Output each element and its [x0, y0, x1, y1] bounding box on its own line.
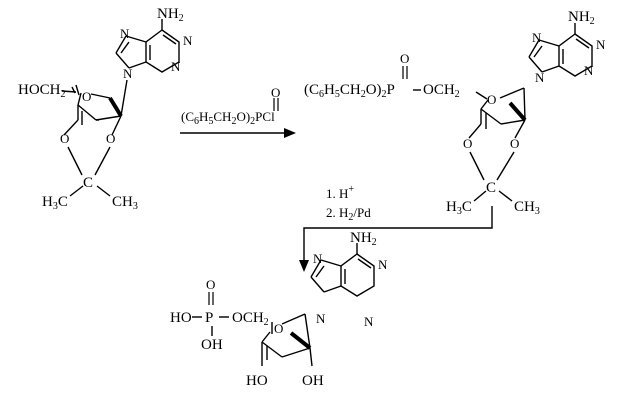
hoch2-label: HOCH2 [18, 82, 66, 100]
ho-on-phosphorus: HO [170, 310, 192, 326]
amino-label: NH2 [157, 6, 184, 24]
ring-bond-bold [289, 331, 312, 350]
adenine-ring-2: N N N N NH2 [528, 9, 606, 85]
methyl-left: H3C [42, 194, 68, 212]
compound-3-adenosine-monophosphate: N N N N NH2 HO P O OH OCH2 [170, 230, 388, 389]
ring-oxygen: O [82, 89, 91, 104]
n7-atom: N [120, 26, 130, 41]
n1-atom: N [378, 257, 388, 272]
amino-label: NH2 [350, 230, 377, 248]
phosphate-group-3: HO P O OH OCH2 [170, 277, 269, 353]
methyl-right: CH3 [112, 194, 138, 212]
hoch2-sub: 2 [61, 89, 66, 100]
phosphoryl-oxygen: O [400, 51, 409, 66]
n7-atom: N [313, 251, 323, 266]
ribose-ring-1: O O O C HOCH2 H3C CH3 [18, 79, 138, 212]
phosphorus-atom: P [205, 310, 213, 326]
acetal-carbon: C [486, 180, 496, 196]
n1-atom: N [183, 33, 193, 48]
n3-atom: N [584, 63, 594, 78]
methyl-left: H3C [446, 199, 472, 217]
nh2-sub: 2 [179, 13, 184, 24]
n1-atom: N [596, 37, 606, 52]
compound-2-dibenzyl-phosphate: N N N N NH2 (C6H5CH2O)2P O OCH2 [304, 9, 606, 217]
acetal-oxygen-right: O [106, 131, 115, 146]
hoch2-main: HOCH [18, 82, 61, 98]
ribose-ring-2: O O O C H3C CH3 [446, 87, 540, 217]
ring-bond-bold [108, 96, 123, 118]
dibenzyl-phosphoryl-label: (C6H5CH2O)2P [304, 82, 395, 100]
phosphoryl-oxygen: O [206, 277, 215, 292]
och2-label: OCH2 [232, 310, 269, 328]
adenine-ring-1: N N N N NH2 [115, 6, 193, 81]
oh-on-phosphorus: OH [201, 337, 223, 353]
adenine-ring-3: N N N N NH2 [310, 230, 388, 329]
acetal-carbon: C [83, 175, 93, 191]
reaction-arrow-1: (C6H5CH2O)2PCl O [180, 85, 296, 138]
n3-atom: N [364, 314, 374, 329]
reaction-arrow-2: 1. H+ 2. H2/Pd [299, 184, 493, 272]
amino-label: NH2 [568, 9, 595, 27]
n3-atom: N [171, 59, 181, 74]
ribose-ring-3: O HO OH [246, 313, 324, 389]
och2-label: OCH2 [423, 82, 460, 100]
phosphate-ester-2: (C6H5CH2O)2P O OCH2 [304, 51, 460, 100]
ring-oxygen: O [487, 92, 496, 107]
oh-3prime: OH [302, 373, 324, 389]
reagent-2-line-2: 2. H2/Pd [326, 205, 371, 223]
acetal-oxygen-left: O [463, 136, 472, 151]
nh2-main: NH [157, 6, 179, 22]
compound-1-adenosine-acetonide: N N N N NH2 O O O C [18, 6, 193, 212]
acetal-oxygen-left: O [60, 131, 69, 146]
n9-atom: N [123, 66, 133, 81]
reagent-1-oxo: O [271, 85, 280, 100]
ring-bond-bold [508, 101, 527, 122]
acetal-oxygen-right: O [510, 136, 519, 151]
ho-2prime: HO [246, 373, 268, 389]
ring-oxygen: O [274, 321, 283, 336]
n7-atom: N [532, 30, 542, 45]
n9-atom: N [535, 70, 545, 85]
reagent-2-line-1: 1. H+ [326, 184, 354, 201]
reagent-1-label: (C6H5CH2O)2PCl [181, 109, 275, 127]
methyl-right: CH3 [514, 199, 540, 217]
n9-atom: N [316, 311, 326, 326]
